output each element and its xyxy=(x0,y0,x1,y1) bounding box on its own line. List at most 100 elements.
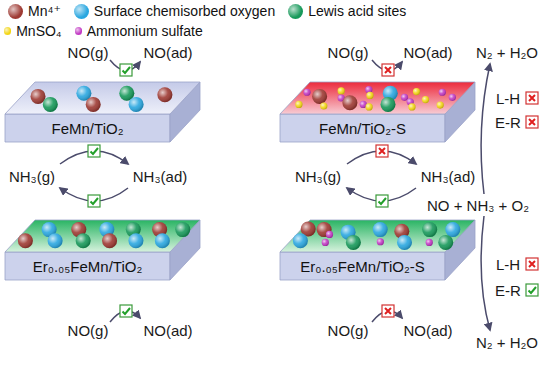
surface-site xyxy=(175,222,190,237)
surface-site xyxy=(338,87,345,94)
cross-mark xyxy=(382,64,394,76)
slab-side xyxy=(445,220,475,280)
site-shine xyxy=(342,95,357,110)
site-sphere xyxy=(175,222,190,237)
site-shine xyxy=(366,103,373,110)
slab-surface xyxy=(5,82,200,114)
site-shine xyxy=(295,101,302,108)
site-sphere xyxy=(48,233,63,248)
site-shine xyxy=(373,222,388,237)
site-sphere xyxy=(408,103,415,110)
site-shine xyxy=(338,87,345,94)
surface-site xyxy=(76,233,91,248)
site-sphere xyxy=(303,89,310,96)
slab-surface xyxy=(280,220,475,252)
site-shine xyxy=(449,94,456,101)
slab-front xyxy=(5,114,170,142)
legend-swatch xyxy=(75,27,82,34)
species-label: N₂ + H₂O xyxy=(476,45,538,60)
surface-site xyxy=(397,235,412,250)
site-sphere xyxy=(377,238,384,245)
slab-label: FeMn/TiO₂ xyxy=(5,114,170,142)
site-sphere xyxy=(449,94,456,101)
surface-site xyxy=(445,222,460,237)
species-label: NH₃(g) xyxy=(295,169,341,184)
legend-swatch xyxy=(288,4,303,19)
surface-site xyxy=(413,88,420,95)
check-mark xyxy=(88,145,100,157)
surface-site xyxy=(86,97,101,112)
site-sphere xyxy=(381,97,396,112)
site-sphere xyxy=(295,101,302,108)
site-sphere xyxy=(338,87,345,94)
site-shine xyxy=(422,222,437,237)
site-shine xyxy=(413,88,420,95)
surface-site xyxy=(438,235,453,250)
surface-site xyxy=(155,233,170,248)
surface-site xyxy=(366,103,373,110)
surface-site xyxy=(303,89,310,96)
surface-site xyxy=(320,102,327,109)
site-shine xyxy=(326,231,333,238)
site-sphere xyxy=(346,235,361,250)
site-sphere xyxy=(86,97,101,112)
legend-text: MnSO₄ xyxy=(16,24,61,38)
surface-site xyxy=(322,239,329,246)
site-sphere xyxy=(439,89,446,96)
site-shine xyxy=(397,235,412,250)
legend-swatch xyxy=(8,4,23,19)
legend-text: Lewis acid sites xyxy=(308,4,406,18)
catalyst-slab: Er₀.₀₅FeMn/TiO₂ xyxy=(5,220,200,280)
legend-text: Ammonium sulfate xyxy=(87,24,203,38)
species-label: NO(g) xyxy=(328,323,369,338)
species-label: NH₃(ad) xyxy=(421,169,475,184)
surface-site xyxy=(31,89,46,104)
species-label: NH₃(ad) xyxy=(133,169,187,184)
catalyst-slab: FeMn/TiO₂-S xyxy=(280,82,475,142)
surface-site xyxy=(102,233,117,248)
reaction-arrow xyxy=(481,64,490,194)
site-sphere xyxy=(293,233,308,248)
surface-site xyxy=(439,89,446,96)
site-shine xyxy=(437,101,444,108)
species-label: NO(g) xyxy=(328,45,369,60)
legend-text: Surface chemisorbed oxygen xyxy=(94,4,275,18)
surface-site xyxy=(408,103,415,110)
site-shine xyxy=(303,89,310,96)
site-sphere xyxy=(31,89,46,104)
species-label: NO + NH₃ + O₂ xyxy=(427,198,529,213)
site-sphere xyxy=(437,101,444,108)
surface-site xyxy=(312,89,327,104)
slab-front xyxy=(5,252,170,280)
site-sphere xyxy=(445,222,460,237)
site-sphere xyxy=(320,102,327,109)
surface-site xyxy=(346,235,361,250)
surface-site xyxy=(18,233,33,248)
slab-surface xyxy=(280,82,475,114)
site-sphere xyxy=(366,103,373,110)
surface-site xyxy=(401,94,408,101)
site-sphere xyxy=(76,233,91,248)
site-sphere xyxy=(326,231,333,238)
site-sphere xyxy=(397,235,412,250)
cross-mark xyxy=(526,116,538,128)
surface-site xyxy=(426,239,433,246)
site-sphere xyxy=(43,97,58,112)
site-shine xyxy=(86,97,101,112)
surface-site xyxy=(422,222,437,237)
surface-site xyxy=(157,87,172,102)
slab-label: Er₀.₀₅FeMn/TiO₂-S xyxy=(280,252,445,280)
cross-mark xyxy=(526,92,538,104)
site-sphere xyxy=(366,92,373,99)
legend-text: Mn⁴⁺ xyxy=(28,4,61,18)
site-shine xyxy=(157,87,172,102)
surface-site xyxy=(422,96,429,103)
site-shine xyxy=(422,96,429,103)
site-shine xyxy=(377,238,384,245)
surface-site xyxy=(48,233,63,248)
site-sphere xyxy=(342,95,357,110)
species-label: NH₃(g) xyxy=(9,169,55,184)
species-label: NO(ad) xyxy=(143,323,192,338)
species-label: NO(ad) xyxy=(143,45,192,60)
site-shine xyxy=(155,233,170,248)
